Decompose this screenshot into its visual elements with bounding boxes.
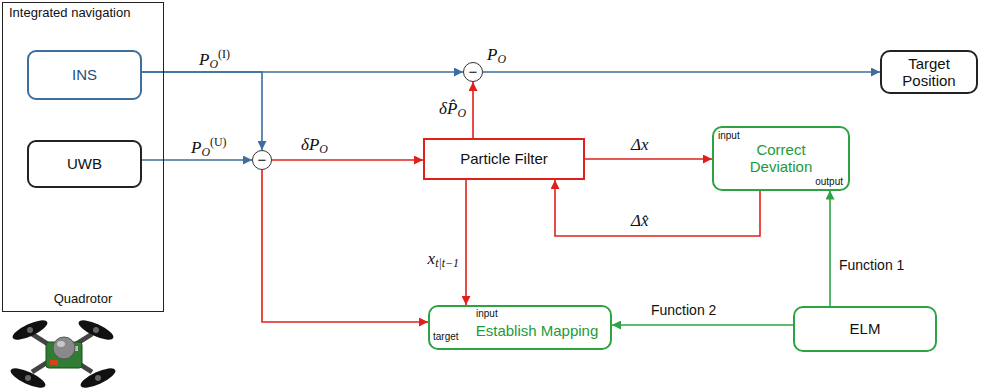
edge-label: Function 1 — [838, 258, 905, 273]
edge-label: xt|t−1 — [427, 250, 460, 270]
text-segment: δP̂ — [439, 99, 457, 118]
connector-arrow — [612, 324, 793, 326]
text-segment: O — [201, 145, 210, 159]
text-segment: P — [487, 45, 497, 64]
sensor-dome — [53, 337, 75, 359]
text-area: − — [253, 151, 271, 169]
port-label: output — [815, 176, 843, 188]
edge-label: Function 2 — [650, 303, 717, 318]
group-frame: Integrated navigationQuadrotor INS UWB — [2, 2, 164, 312]
group-footer: Quadrotor — [3, 292, 163, 307]
text-segment: Δx̂ — [631, 211, 649, 230]
port-label: input — [718, 130, 740, 142]
process-box: UWB — [27, 140, 142, 188]
node-label: Correct Deviation — [740, 141, 822, 176]
group-title: Integrated navigation — [9, 6, 130, 21]
node-label: ELM — [850, 320, 881, 337]
motor — [27, 327, 33, 333]
board-chip — [50, 360, 58, 365]
quadrotor-illustration — [8, 317, 118, 392]
filter-box: Particle Filter — [423, 138, 585, 180]
text-segment: O — [209, 57, 218, 71]
text-segment: P — [191, 138, 201, 157]
node-label: Establish Mapping — [476, 322, 599, 339]
connector-arrow — [262, 170, 428, 322]
propeller — [76, 317, 116, 344]
connector-arrow — [472, 82, 474, 138]
edge-label: Δx — [630, 136, 650, 155]
edge-label: δPO — [300, 136, 329, 156]
node-label: Target Position — [888, 55, 970, 90]
text-area: INS — [29, 52, 140, 98]
propeller — [10, 317, 50, 344]
node-label: − — [469, 63, 478, 80]
text-segment: O — [497, 52, 506, 66]
text-segment: O — [457, 106, 466, 120]
node-label: UWB — [67, 155, 102, 172]
edge-label: PO(I) — [198, 48, 231, 71]
text-segment: (I) — [218, 47, 230, 61]
connector-arrow — [142, 159, 252, 161]
process-box: INS — [27, 50, 142, 100]
text-segment: (U) — [210, 135, 227, 149]
edge-label: δP̂O — [438, 100, 467, 120]
connector-arrow — [272, 159, 423, 161]
process-box: ELM — [793, 306, 937, 352]
text-segment: δP — [301, 135, 319, 154]
motor — [95, 375, 101, 381]
edge-label: Δx̂ — [630, 212, 650, 231]
node-label: Particle Filter — [460, 150, 548, 167]
edge-label: PO(U) — [190, 136, 228, 159]
text-segment: x — [428, 249, 436, 268]
text-segment: t|t−1 — [435, 256, 459, 270]
node-label: − — [258, 151, 267, 168]
process-box: Establish Mapping input target — [428, 305, 612, 350]
text-segment: O — [319, 142, 328, 156]
node-label: INS — [72, 66, 97, 83]
propeller — [78, 365, 118, 392]
connector-arrow — [465, 180, 467, 305]
dome-highlight — [57, 341, 65, 347]
sum-junction: − — [463, 62, 483, 82]
connector-arrow — [585, 158, 712, 160]
text-area: Particle Filter — [425, 140, 583, 178]
connector-arrow — [829, 191, 831, 307]
port-label: target — [433, 331, 459, 343]
output-box: Target Position — [880, 50, 978, 94]
text-area: ELM — [795, 308, 935, 350]
text-segment: P — [199, 50, 209, 69]
process-box: Correct Deviationinput output — [712, 126, 850, 191]
connector-arrow — [483, 71, 880, 73]
text-area: − — [464, 63, 482, 81]
motor — [93, 327, 99, 333]
edge-label: PO — [486, 46, 507, 66]
drone-arm — [32, 334, 92, 372]
text-segment: Δx — [631, 135, 649, 154]
propeller — [8, 365, 48, 392]
port-label: input — [476, 308, 498, 320]
sum-junction: − — [252, 150, 272, 170]
text-area: UWB — [29, 142, 140, 186]
text-area: Target Position — [882, 52, 976, 92]
motor — [25, 375, 31, 381]
drone-arm — [32, 334, 92, 372]
